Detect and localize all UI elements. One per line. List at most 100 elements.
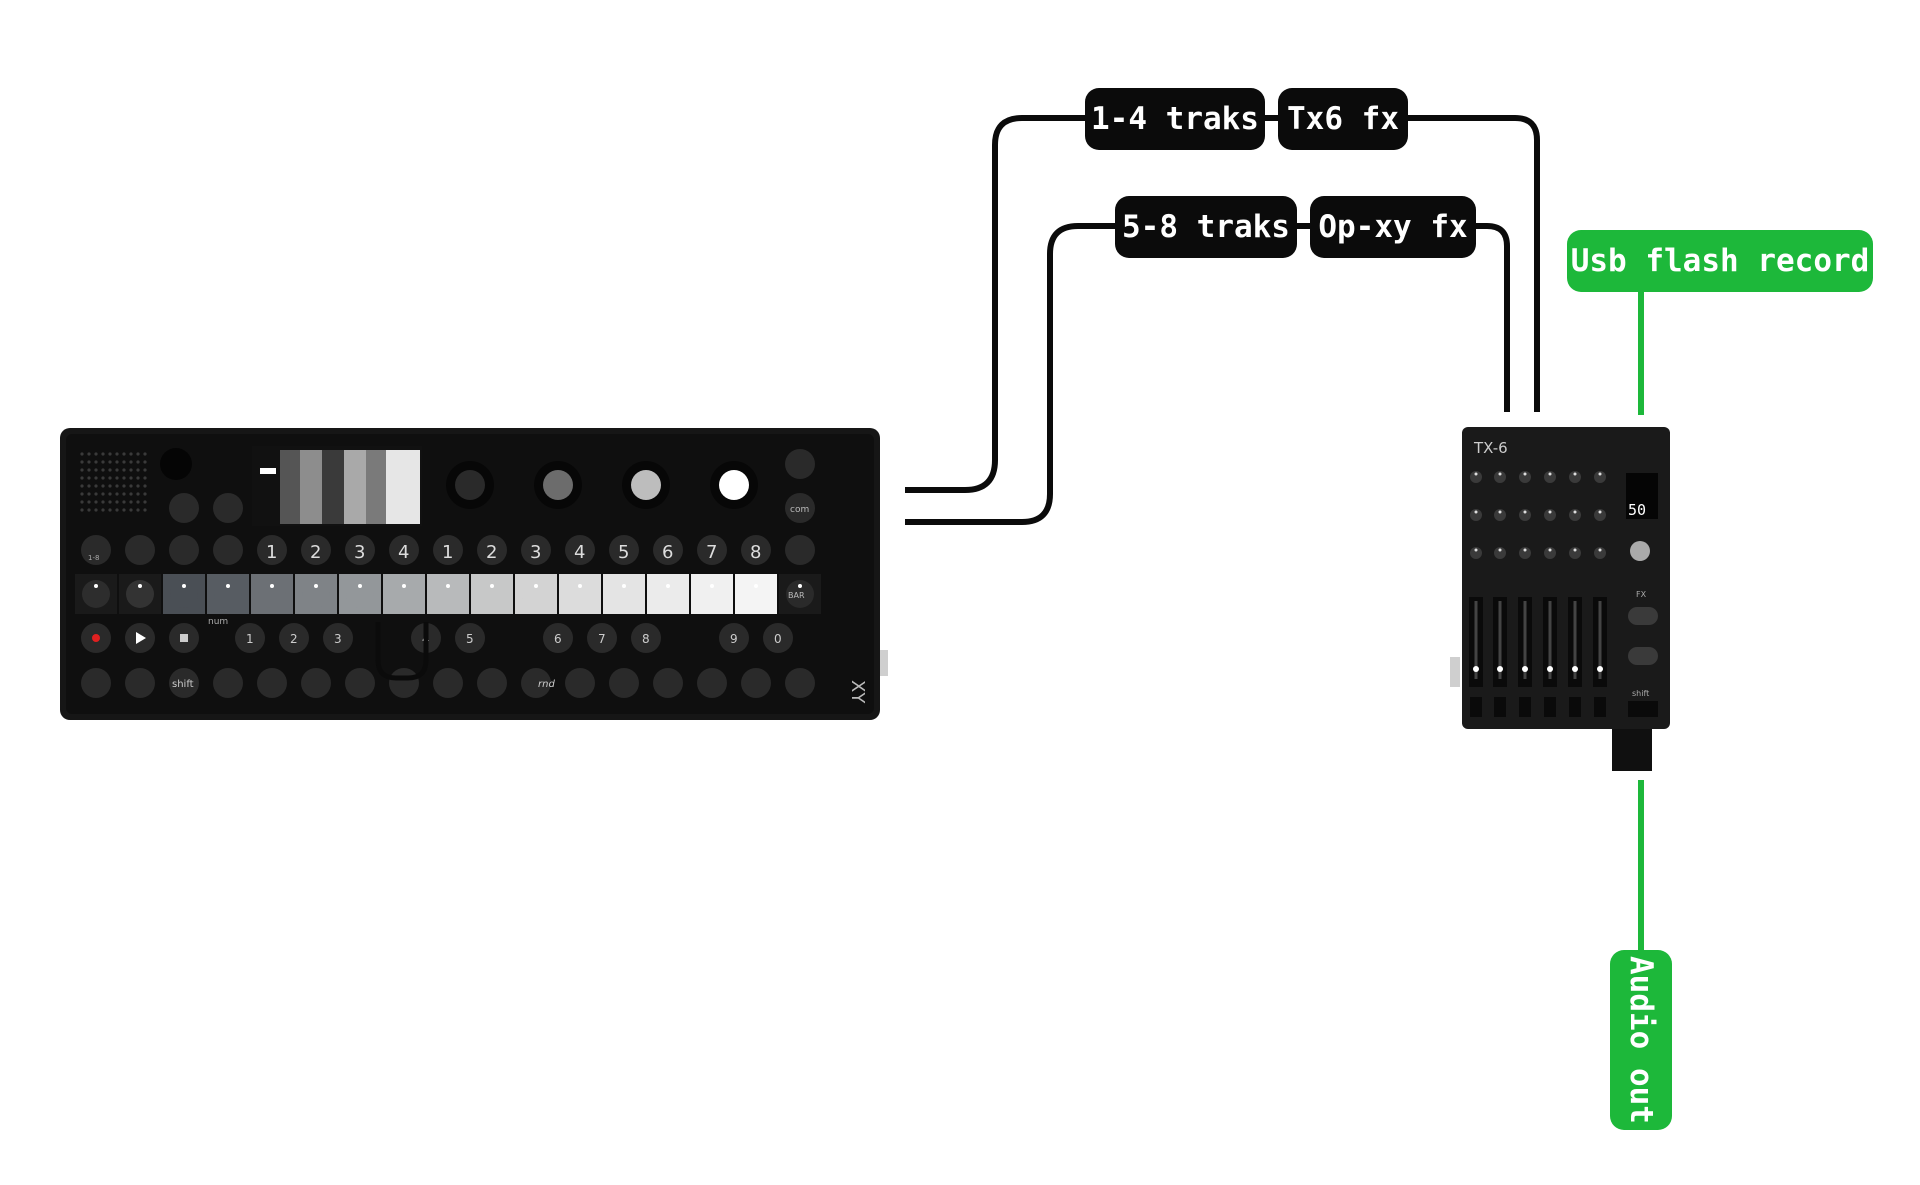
function-key[interactable] [213,668,243,698]
num-key[interactable] [587,623,617,653]
com-button[interactable] [785,493,815,523]
function-key[interactable] [741,668,771,698]
tx6-knob[interactable] [1569,509,1581,521]
num-key[interactable] [763,623,793,653]
function-key[interactable] [609,668,639,698]
track-key[interactable] [741,535,771,565]
function-key[interactable] [301,668,331,698]
track-key[interactable] [785,535,815,565]
tx6-knob[interactable] [1569,547,1581,559]
step-key[interactable] [126,580,154,608]
encoder-knob[interactable] [631,470,661,500]
step-key[interactable] [610,580,638,608]
track-key[interactable] [433,535,463,565]
num-key[interactable] [279,623,309,653]
function-key[interactable] [565,668,595,698]
tx6-knob[interactable] [1470,471,1482,483]
tx6-knob[interactable] [1594,471,1606,483]
tx6-channel-button[interactable] [1594,697,1606,717]
track-key[interactable] [345,535,375,565]
encoder-knob[interactable] [719,470,749,500]
tx6-fader-cap[interactable] [1572,666,1578,672]
tx6-channel-button[interactable] [1519,697,1531,717]
tx6-fx-button-2[interactable] [1628,647,1658,665]
tx6-knob[interactable] [1494,547,1506,559]
tx6-fader-cap[interactable] [1522,666,1528,672]
tx6-knob[interactable] [1494,471,1506,483]
tx6-knob[interactable] [1544,509,1556,521]
tx6-knob[interactable] [1470,509,1482,521]
encoder-knob[interactable] [160,448,192,480]
function-key[interactable] [257,668,287,698]
key-button[interactable] [213,493,243,523]
tx6-shift-button[interactable] [1628,701,1658,717]
tx6-channel-button[interactable] [1470,697,1482,717]
function-key[interactable] [785,668,815,698]
step-key[interactable] [478,580,506,608]
key-button[interactable] [785,449,815,479]
encoder-knob[interactable] [455,470,485,500]
step-key[interactable] [346,580,374,608]
tx6-knob[interactable] [1519,547,1531,559]
encoder-knob[interactable] [543,470,573,500]
function-key[interactable] [389,668,419,698]
track-key[interactable] [257,535,287,565]
tx6-fader-cap[interactable] [1597,666,1603,672]
tx6-main-knob[interactable] [1630,541,1650,561]
tx6-knob[interactable] [1494,509,1506,521]
tx6-channel-button[interactable] [1569,697,1581,717]
tx6-knob[interactable] [1544,471,1556,483]
track-key[interactable] [653,535,683,565]
num-key[interactable] [719,623,749,653]
function-key[interactable] [169,668,199,698]
track-key[interactable] [565,535,595,565]
track-key[interactable] [125,535,155,565]
track-key[interactable] [81,535,111,565]
step-key[interactable] [302,580,330,608]
step-key[interactable] [522,580,550,608]
tx6-channel-button[interactable] [1544,697,1556,717]
function-key[interactable] [521,668,551,698]
tx6-fx-button-1[interactable] [1628,607,1658,625]
num-key[interactable] [455,623,485,653]
step-key[interactable] [434,580,462,608]
track-key[interactable] [213,535,243,565]
function-key[interactable] [433,668,463,698]
num-key[interactable] [631,623,661,653]
tx6-knob[interactable] [1594,509,1606,521]
track-key[interactable] [521,535,551,565]
tx6-knob[interactable] [1519,471,1531,483]
function-key[interactable] [697,668,727,698]
tx6-knob[interactable] [1470,547,1482,559]
step-key[interactable] [566,580,594,608]
num-key[interactable] [323,623,353,653]
tx6-knob[interactable] [1544,547,1556,559]
tx6-volume-knob[interactable] [1612,729,1652,771]
tx6-channel-button[interactable] [1494,697,1506,717]
num-key[interactable] [235,623,265,653]
tx6-fader-cap[interactable] [1547,666,1553,672]
function-key[interactable] [345,668,375,698]
function-key[interactable] [653,668,683,698]
step-key[interactable] [654,580,682,608]
function-key[interactable] [81,668,111,698]
tx6-knob[interactable] [1594,547,1606,559]
step-key[interactable] [786,580,814,608]
step-key[interactable] [698,580,726,608]
tx6-knob[interactable] [1519,509,1531,521]
step-key[interactable] [214,580,242,608]
key-button[interactable] [169,493,199,523]
step-key[interactable] [258,580,286,608]
track-key[interactable] [609,535,639,565]
step-key[interactable] [742,580,770,608]
track-key[interactable] [301,535,331,565]
track-key[interactable] [477,535,507,565]
track-key[interactable] [389,535,419,565]
step-key[interactable] [170,580,198,608]
step-key[interactable] [82,580,110,608]
tx6-knob[interactable] [1569,471,1581,483]
step-key[interactable] [390,580,418,608]
track-key[interactable] [169,535,199,565]
function-key[interactable] [477,668,507,698]
tx6-fader-cap[interactable] [1497,666,1503,672]
